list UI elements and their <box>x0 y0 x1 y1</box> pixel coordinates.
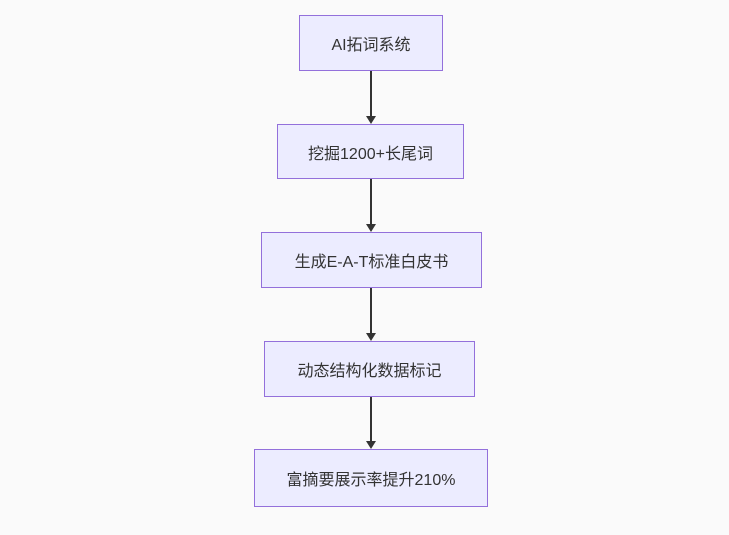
arrow-shaft <box>370 71 372 116</box>
node-label: AI拓词系统 <box>331 37 411 54</box>
arrow-down-icon <box>365 288 377 341</box>
node-label: 动态结构化数据标记 <box>297 363 442 380</box>
node-ai-keyword-system: AI拓词系统 <box>299 15 443 71</box>
node-eat-whitepaper: 生成E-A-T标准白皮书 <box>261 232 482 288</box>
node-structured-data-markup: 动态结构化数据标记 <box>264 341 475 397</box>
arrowhead-icon <box>366 116 376 124</box>
arrowhead-icon <box>366 333 376 341</box>
arrow-down-icon <box>365 71 377 124</box>
arrow-shaft <box>370 397 372 441</box>
node-rich-snippet-uplift: 富摘要展示率提升210% <box>254 449 488 507</box>
node-label: 挖掘1200+长尾词 <box>308 145 433 163</box>
node-longtail-mining: 挖掘1200+长尾词 <box>277 124 464 179</box>
node-label: 生成E-A-T标准白皮书 <box>294 254 449 271</box>
node-label: 富摘要展示率提升210% <box>286 472 456 489</box>
arrow-shaft <box>370 288 372 333</box>
arrow-shaft <box>370 179 372 224</box>
arrow-down-icon <box>365 179 377 232</box>
arrowhead-icon <box>366 441 376 449</box>
arrow-down-icon <box>365 397 377 449</box>
arrowhead-icon <box>366 224 376 232</box>
